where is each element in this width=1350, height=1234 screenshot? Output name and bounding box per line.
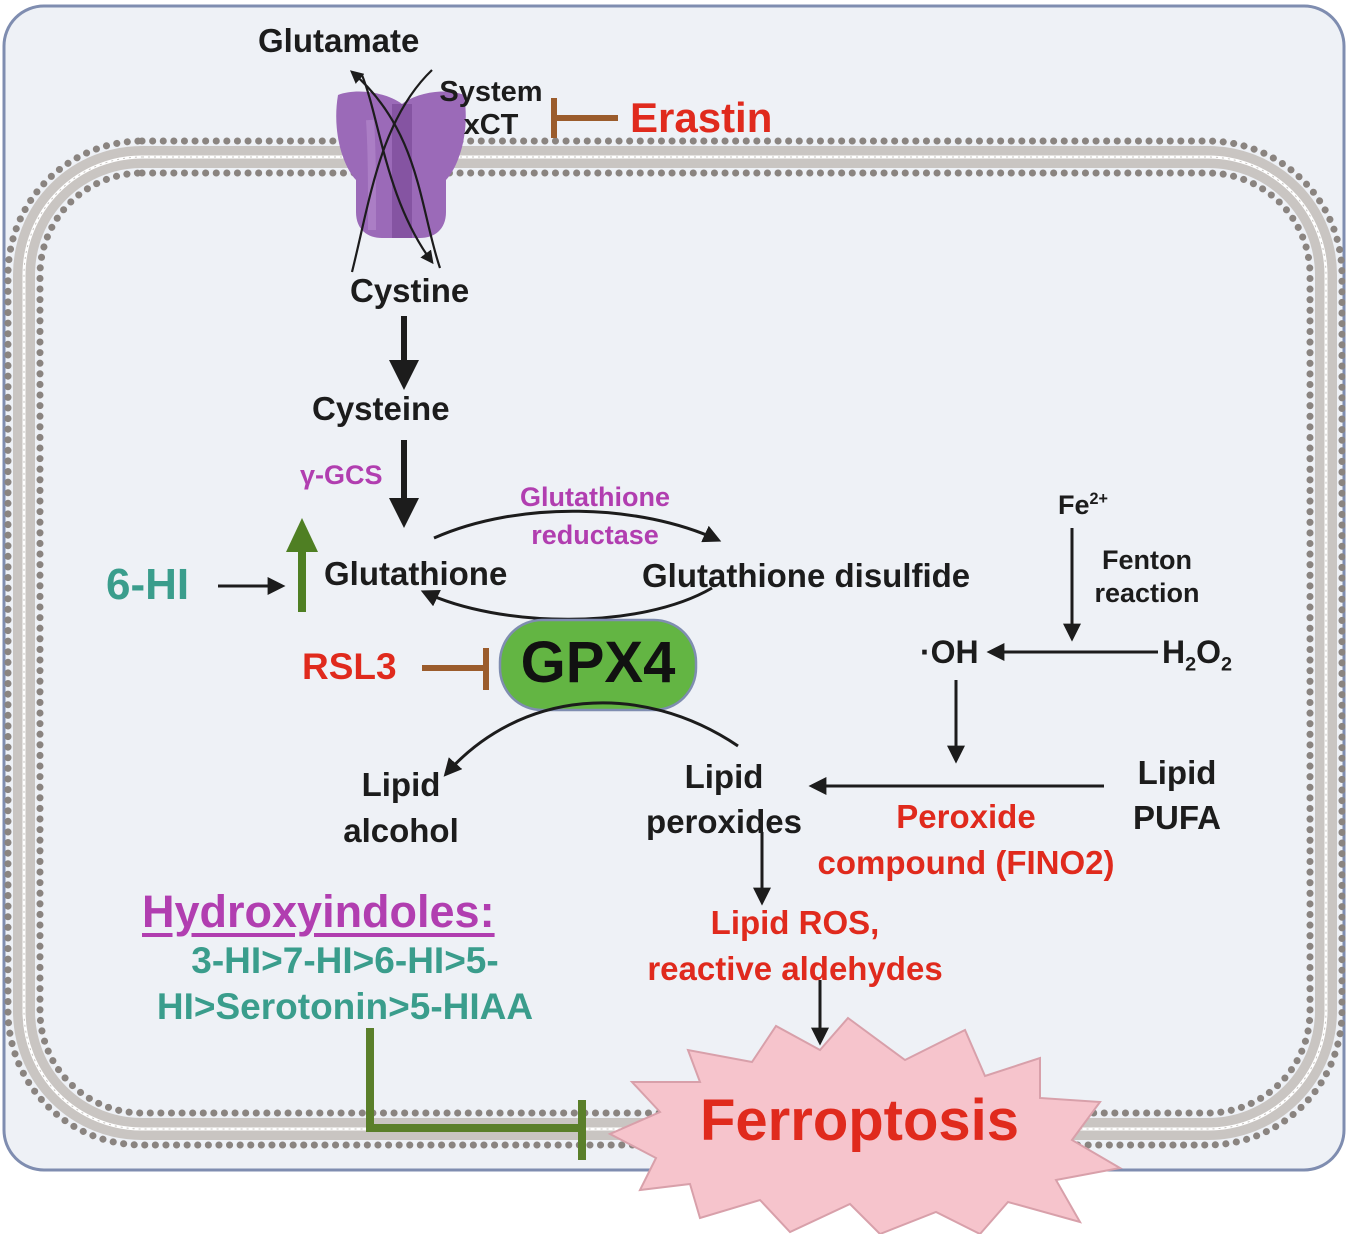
peroxide-compound-label: Peroxide compound (FINO2) [796, 794, 1136, 886]
lipid-peroxides-line2: peroxides [646, 803, 802, 840]
glutathione-label: Glutathione [324, 555, 508, 592]
fe-charge: 2+ [1089, 490, 1108, 508]
six-hi-label: 6-HI [106, 560, 190, 609]
hydroxyindoles-title: Hydroxyindoles: [142, 886, 495, 937]
glutathione-disulfide-label: Glutathione disulfide [642, 557, 971, 594]
hydroxyindoles-inhibition-line [366, 1028, 586, 1160]
fenton-reaction-label: Fenton reaction [1088, 544, 1206, 610]
h2o2-o: O [1196, 634, 1222, 670]
fenton-line1: Fenton [1102, 545, 1192, 575]
lipid-pufa-label: Lipid PUFA [1122, 750, 1232, 840]
glutathione-to-disulfide-arc [433, 509, 722, 543]
lipid-ros-line1: Lipid ROS, [710, 904, 880, 941]
glutamate-out-arrow [349, 70, 442, 269]
system-xct-label: System xCT [432, 76, 550, 142]
hydroxyindoles-line2: HI>Serotonin>5-HIAA [156, 986, 534, 1027]
rsl3-label: RSL3 [302, 646, 397, 687]
lipid-pufa-line1: Lipid [1137, 754, 1217, 791]
h2o2-sub-2: 2 [1221, 653, 1233, 676]
glutathione-reductase-label: Glutathione reductase [496, 478, 694, 554]
hydroxyindoles-line1: 3-HI>7-HI>6-HI>5- [191, 940, 499, 981]
cysteine-label: Cysteine [312, 390, 450, 427]
hydroxyindoles-ranking: 3-HI>7-HI>6-HI>5- HI>Serotonin>5-HIAA [110, 938, 580, 1030]
rsl3-inhibition-line [422, 648, 489, 690]
gpx4-node [498, 618, 698, 712]
cystine-label: Cystine [350, 272, 470, 309]
fenton-line2: reaction [1094, 578, 1200, 608]
lipid-ros-line2: reactive aldehydes [647, 950, 943, 987]
lipid-peroxides-label: Lipid peroxides [638, 754, 810, 844]
fe-symbol: Fe [1058, 490, 1090, 520]
lipid-ros-label: Lipid ROS, reactive aldehydes [628, 900, 962, 992]
erastin-label: Erastin [630, 94, 773, 141]
system-xct-line1: System [439, 76, 543, 108]
erastin-inhibition-line [551, 98, 618, 138]
lipid-alcohol-line2: alcohol [343, 812, 459, 849]
fe-ion-label: Fe2+ [1058, 490, 1108, 521]
gamma-gcs-label: γ-GCS [300, 460, 383, 490]
peroxide-line2: compound (FINO2) [817, 844, 1115, 881]
h2o2-sub-1: 2 [1185, 653, 1197, 676]
glutathione-reductase-line1: Glutathione [520, 482, 670, 512]
glutamate-label: Glutamate [258, 22, 420, 59]
h2o2-label: H2O2 [1162, 634, 1232, 676]
gpx4-label: GPX4 [520, 630, 676, 695]
system-xct-line2: xCT [463, 109, 519, 141]
ferroptosis-burst [607, 1016, 1123, 1234]
h2o2-h: H [1162, 634, 1186, 670]
peroxides-to-alcohol-arc [443, 701, 739, 777]
lipid-peroxides-line1: Lipid [684, 758, 764, 795]
radical-dot: · [920, 634, 931, 670]
ferroptosis-label: Ferroptosis [700, 1088, 1020, 1153]
hydroxyl-radical-label: ·OH [920, 634, 979, 671]
lipid-pufa-line2: PUFA [1132, 799, 1221, 836]
gamma-gcs-upregulation-arrow [286, 518, 318, 612]
glutathione-reductase-line2: reductase [531, 520, 659, 550]
lipid-alcohol-label: Lipid alcohol [328, 762, 474, 854]
hydroxyl-text: OH [930, 634, 979, 670]
peroxide-line1: Peroxide [896, 798, 1036, 835]
glutamate-export-path [350, 69, 433, 273]
cystine-in-arrow [360, 74, 434, 265]
lipid-alcohol-line1: Lipid [361, 766, 441, 803]
